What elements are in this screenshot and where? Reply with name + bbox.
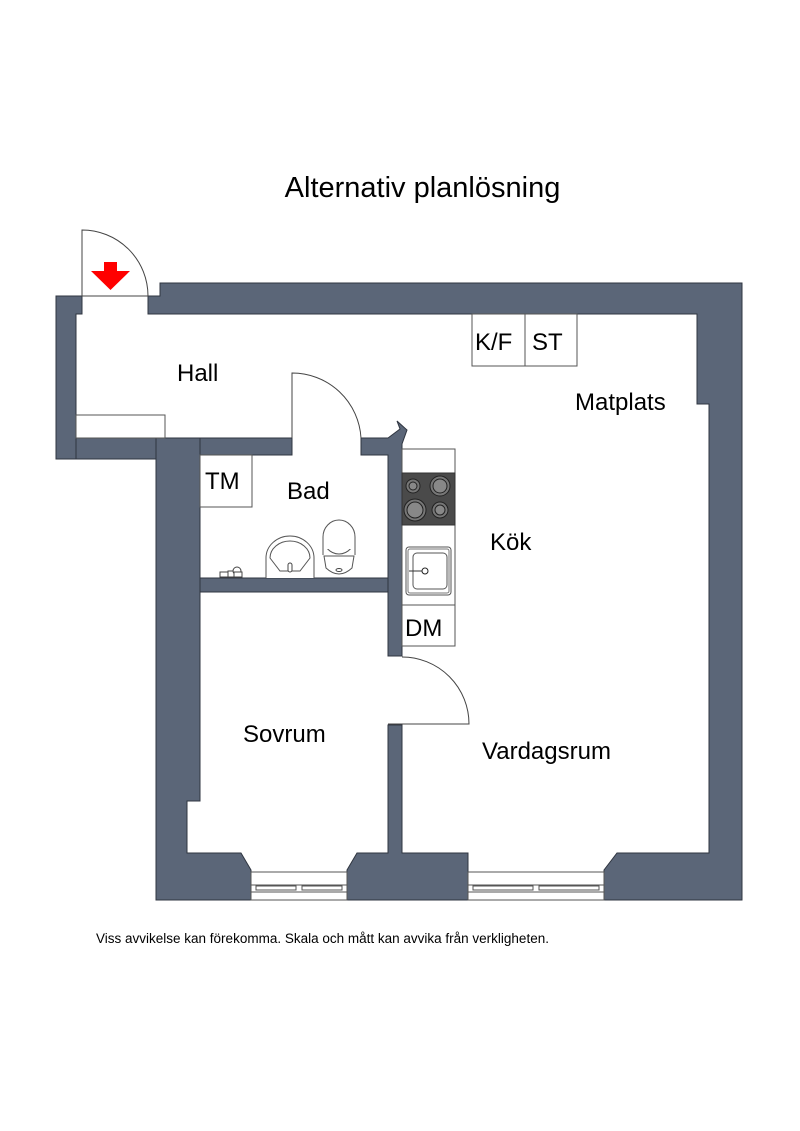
walls [55,282,743,901]
window-sovrum [250,871,348,901]
room-label-vardagsrum: Vardagsrum [482,738,611,765]
shower-faucet-icon [219,566,243,578]
entrance-arrow-icon [91,262,130,290]
disclaimer-footnote: Viss avvikelse kan förekomma. Skala och … [96,931,549,946]
kitchen-sink-icon [405,546,452,596]
washbasin-icon [265,535,315,578]
hall-shelf [75,414,166,439]
plan-title: Alternativ planlösning [284,172,561,204]
fixture-label-tm: TM [205,468,240,495]
wall-bad-top-right [360,420,408,657]
entrance-door[interactable] [81,229,149,297]
wall-bad-bottom [199,577,389,593]
room-label-bad: Bad [287,478,330,505]
wall-middle-bottom [346,724,469,901]
window-vardagsrum [467,871,605,901]
room-label-hall: Hall [177,360,218,387]
sovrum-door[interactable] [388,656,470,725]
fixture-label-kf: K/F [475,329,512,356]
room-label-kok: Kök [490,529,532,556]
fridge-freezer-box [471,313,526,367]
washing-machine-box [199,454,253,508]
fixture-label-dm: DM [405,615,442,642]
room-label-matplats: Matplats [575,389,666,416]
wall-top [147,282,743,901]
toilet-icon [322,519,356,575]
wall-left [155,437,252,901]
room-label-sovrum: Sovrum [243,721,326,748]
bad-door[interactable] [291,372,362,439]
stove-icon [401,472,456,526]
storage-box [524,313,578,367]
fixture-label-st: ST [532,329,563,356]
